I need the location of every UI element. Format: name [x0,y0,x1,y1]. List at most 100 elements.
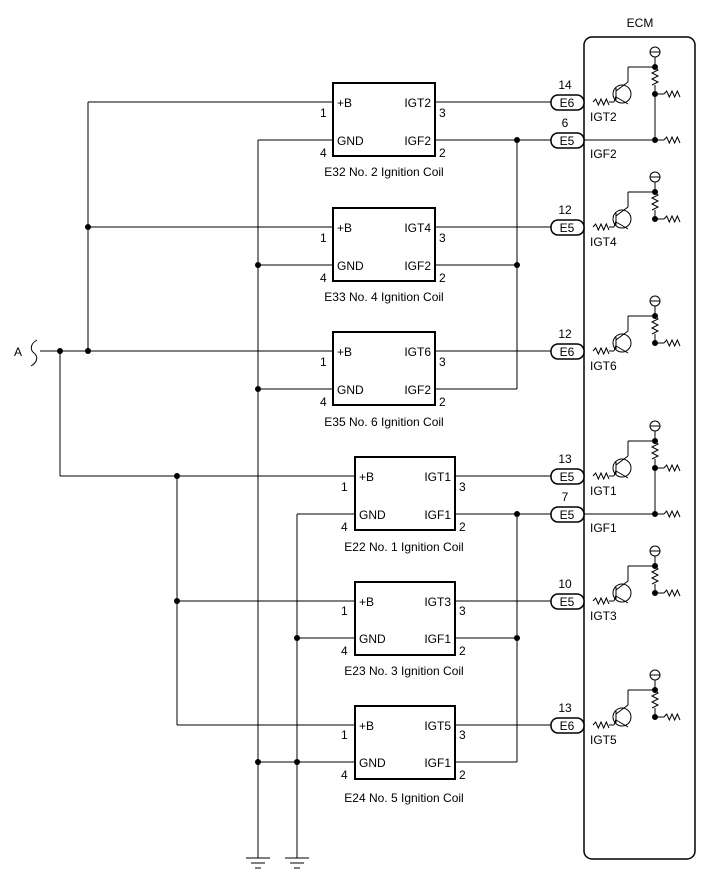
ignition-coil-e23: +B GND IGT3 IGF1 1 4 3 2 E23 No. 3 Ignit… [341,581,466,678]
junction-dot [294,635,300,641]
svg-text:E5: E5 [560,508,575,522]
junction-dot [255,759,261,765]
svg-text:E6: E6 [560,345,575,359]
ecm-signal-label: IGT4 [590,235,617,249]
ignition-coil-e22: +B GND IGT1 IGF1 1 4 3 2 E22 No. 1 Ignit… [341,456,466,554]
ecm-pin-number: 13 [558,701,572,715]
ecm-pin-number: 14 [558,78,572,92]
pin-b-label: +B [337,221,352,235]
resistor-icon [663,463,681,473]
pin-igt-label: IGT4 [404,221,431,235]
junctions [57,137,520,765]
transistor-collector [615,455,629,466]
ignition-coil-e35: +B GND IGT6 IGF2 1 4 3 2 E35 No. 6 Ignit… [320,331,446,429]
resistor-icon [592,222,610,232]
pin-b-label: +B [359,595,374,609]
resistor-icon [592,596,610,606]
coil-caption: E22 No. 1 Ignition Coil [344,540,463,554]
pin-b-label: +B [337,96,352,110]
transistor-icon [612,707,632,727]
junction-dot [85,348,91,354]
junction-dot [255,262,261,268]
ecm-wire [613,344,617,352]
ignition-coil-e24: +B GND IGT5 IGF1 1 4 3 2 E24 No. 5 Ignit… [341,705,466,805]
ecm-signal-labels: IGT2 IGF2 IGT4 IGT6 IGT1 IGF1 IGT3 IGT5 [590,110,617,747]
resistor-icon [663,712,681,722]
pin-number: 2 [439,146,446,160]
transistor-emitter [615,470,629,479]
pin-number: 3 [459,728,466,742]
connector-pill: E6 13 [550,701,585,734]
pin-igt-label: IGT1 [424,470,451,484]
pin-gnd-label: GND [337,383,364,397]
pin-number: 4 [320,146,327,160]
ecm-box: ECM [583,16,696,860]
pin-number: 4 [341,768,348,782]
transistor-collector [615,206,629,217]
svg-text:E5: E5 [560,595,575,609]
connector-pill: E5 7 [550,490,585,523]
transistor-collector [615,704,629,715]
connector-pill: E5 12 [550,203,585,236]
transistor-collector [615,580,629,591]
ecm-wire [613,220,617,228]
ecm-signal-label: IGT3 [590,609,617,623]
junction-dot [255,386,261,392]
pin-number: 1 [341,728,348,742]
ecm-wire [613,95,617,103]
pin-igf-label: IGF1 [424,632,451,646]
ground-symbol-icon [246,857,270,869]
junction-dot [57,348,63,354]
ecm-title: ECM [627,16,654,30]
pin-igf-label: IGF2 [404,134,431,148]
ecm-connectors: E6 14 E5 6 E5 12 E6 12 E5 13 E5 7 [550,78,585,734]
junction-dot [514,511,520,517]
pin-number: 1 [320,231,327,245]
svg-text:E6: E6 [560,96,575,110]
resistor-icon [592,471,610,481]
resistor-icon [663,338,681,348]
pin-number: 4 [341,520,348,534]
ecm-wire [613,469,617,477]
pin-b-label: +B [359,719,374,733]
ecm-signal-label: IGF1 [590,521,617,535]
resistor-icon [663,135,681,145]
pin-gnd-label: GND [359,508,386,522]
transistor-collector [615,330,629,341]
svg-text:E5: E5 [560,470,575,484]
junction-dot [174,473,180,479]
pin-number: 4 [320,271,327,285]
pin-number: 2 [439,271,446,285]
ground-symbol-icon [285,857,309,869]
ecm-signal-label: IGT2 [590,110,617,124]
pin-b-label: +B [337,345,352,359]
pin-number: 2 [459,520,466,534]
transistor-emitter [615,221,629,230]
ignition-coil-e32: +B GND IGT2 IGF2 1 4 3 2 E32 No. 2 Ignit… [320,82,446,179]
pin-igt-label: IGT2 [404,96,431,110]
resistor-icon [592,346,610,356]
connector-pill: E6 14 [550,78,585,111]
pin-igf-label: IGF1 [424,756,451,770]
pin-number: 3 [439,355,446,369]
pin-igt-label: IGT6 [404,345,431,359]
resistor-icon [663,509,681,519]
resistor-icon [663,214,681,224]
transistor-emitter [615,96,629,105]
resistor-icon [650,565,660,585]
ecm-signal-label: IGT1 [590,484,617,498]
transistor-icon [612,209,632,229]
pin-number: 4 [320,395,327,409]
pin-gnd-label: GND [359,632,386,646]
connector-pill: E5 6 [550,116,585,149]
resistor-icon [650,66,660,86]
transistor-emitter [615,719,629,728]
svg-text:E5: E5 [560,221,575,235]
coil-caption: E23 No. 3 Ignition Coil [344,664,463,678]
pin-number: 1 [341,604,348,618]
junction-dot [85,224,91,230]
resistor-icon [650,191,660,211]
ecm-pin-number: 13 [558,452,572,466]
resistor-icon [663,89,681,99]
ecm-pin-number: 7 [562,490,569,504]
